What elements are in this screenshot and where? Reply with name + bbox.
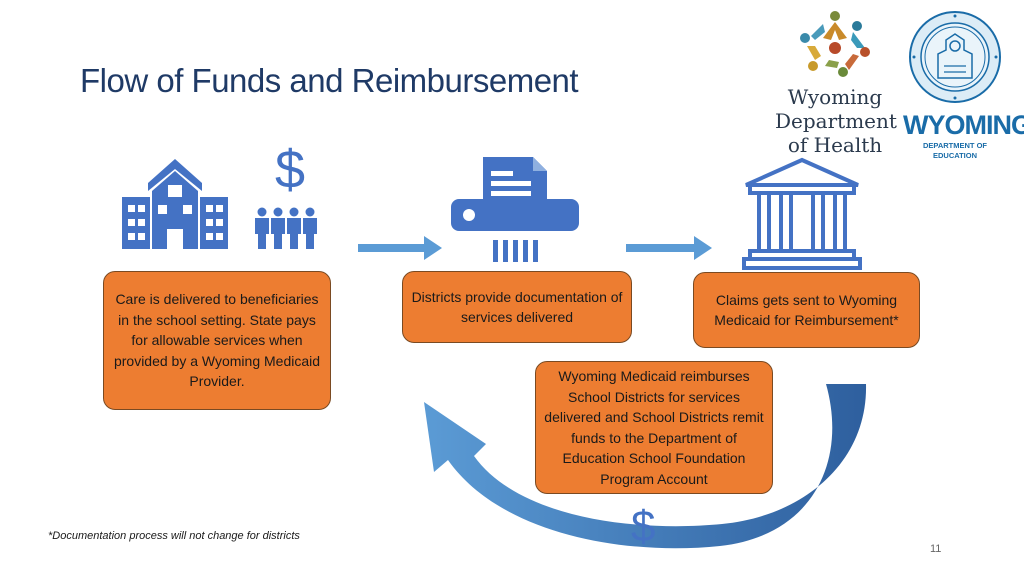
claims-text: Claims gets sent to Wyoming Medicaid for… [714, 291, 899, 329]
arrow-right-icon [626, 236, 712, 260]
medicaid-reimburses-text: Wyoming Medicaid reimburses School Distr… [544, 368, 764, 487]
wdh-logo-line3: of Health [787, 133, 883, 157]
page-title: Flow of Funds and Reimbursement [80, 62, 579, 99]
page-number: 11 [930, 543, 942, 555]
districts-documentation-box: Districts provide documentation of servi… [402, 271, 632, 343]
government-building-icon [742, 157, 862, 270]
dollar-icon: $ [275, 140, 306, 200]
wde-logo-line1: WYOMING [903, 110, 1024, 140]
wdh-logo-icon [800, 11, 870, 77]
wdh-logo-line1: Wyoming [787, 85, 883, 109]
care-delivered-box: Care is delivered to beneficiaries in th… [103, 271, 331, 410]
medicaid-reimburses-box: Wyoming Medicaid reimburses School Distr… [535, 361, 773, 494]
wdh-logo-line2: Department [775, 109, 897, 133]
wde-logo-line2: DEPARTMENT OF EDUCATION [922, 141, 988, 160]
school-icon [122, 159, 228, 249]
claims-box: Claims gets sent to Wyoming Medicaid for… [693, 272, 920, 348]
fax-icon [451, 157, 579, 262]
dollar-icon: $ [631, 502, 656, 551]
arrow-right-icon [358, 236, 442, 260]
people-icon [255, 207, 317, 249]
footnote: *Documentation process will not change f… [48, 530, 300, 542]
wy-seal-icon [909, 11, 1001, 103]
care-delivered-text: Care is delivered to beneficiaries in th… [113, 291, 321, 390]
districts-documentation-text: Districts provide documentation of servi… [411, 288, 623, 326]
